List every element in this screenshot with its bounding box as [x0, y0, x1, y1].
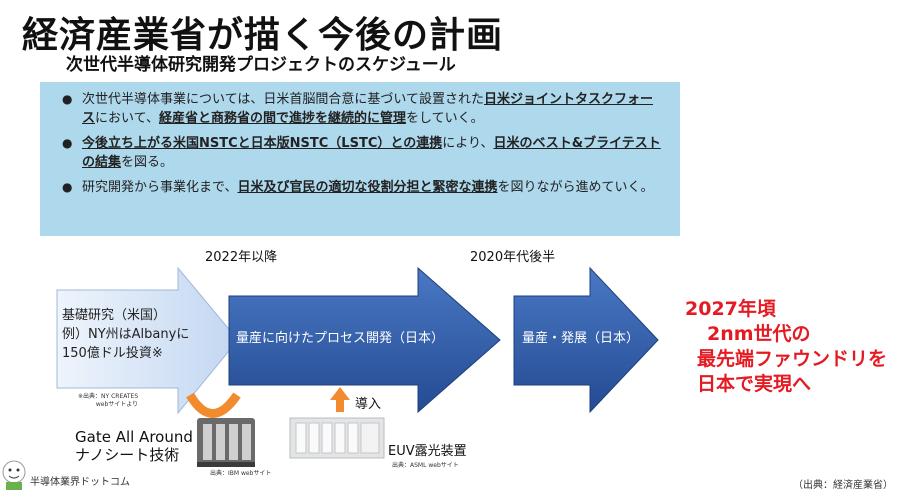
ny-source-note: ※出典：NY CREATES webサイトより: [78, 393, 139, 408]
basic-research-arrow: [56, 266, 239, 415]
ibm-source-note: 出典：IBM webサイト: [210, 470, 272, 477]
bullet-text: 今後立ち上がる米国NSTCと日本版NSTC（LSTC）との連携により、日米のベス…: [82, 136, 661, 170]
goal-statement: 2027年頃 2nm世代の 最先端ファウンドリを 日本で実現へ: [685, 298, 888, 395]
site-credit: 半導体業界ドットコム: [30, 477, 130, 488]
bullet-marker: ●: [62, 92, 73, 106]
page-subtitle: 次世代半導体研究開発プロジェクトのスケジュール: [66, 55, 456, 75]
euv-machine-image: [289, 417, 385, 459]
process-dev-arrow: [228, 266, 501, 414]
mass-production-arrow: [513, 266, 659, 414]
bullet-text: 研究開発から事業化まで、日米及び官民の適切な役割分担と緊密な連携を図りながら進め…: [82, 180, 654, 195]
bullet-item: ● 研究開発から事業化まで、日米及び官民の適切な役割分担と緊密な連携を図りながら…: [62, 178, 662, 197]
bullet-item: ● 次世代半導体事業については、日米首脳間合意に基づいて設置された日米ジョイント…: [62, 90, 662, 128]
intro-up-arrow-icon: [330, 387, 350, 412]
curved-orange-arrow-icon: [186, 392, 241, 418]
bullet-item: ● 今後立ち上がる米国NSTCと日本版NSTC（LSTC）との連携により、日米の…: [62, 134, 662, 172]
basic-research-label: 基礎研究（米国） 例）NY州はAlbanyに 150億ドル投資※: [62, 308, 190, 361]
source-credit: （出典：経済産業省）: [793, 480, 893, 491]
page-title: 経済産業省が描く今後の計画: [22, 15, 504, 56]
gaa-label: Gate All Around ナノシート技術: [75, 428, 193, 464]
policy-box: ● 次世代半導体事業については、日米首脳間合意に基づいて設置された日米ジョイント…: [40, 82, 680, 236]
intro-label: 導入: [355, 397, 382, 412]
gaa-chip-image: [197, 418, 255, 467]
euv-label: EUV露光装置: [388, 444, 467, 459]
mass-production-label: 量産・発展（日本）: [522, 331, 640, 346]
process-dev-label: 量産に向けたプロセス開発（日本）: [236, 331, 445, 346]
bullet-marker: ●: [62, 180, 73, 194]
asml-source-note: 出典：ASML webサイト: [392, 462, 459, 469]
timeline-label-2022: 2022年以降: [205, 250, 278, 265]
mascot-logo-icon: [2, 460, 26, 490]
bullet-marker: ●: [62, 136, 73, 150]
bullet-text: 次世代半導体事業については、日米首脳間合意に基づいて設置された日米ジョイントタス…: [82, 92, 653, 126]
timeline-label-late-2020s: 2020年代後半: [470, 250, 556, 265]
